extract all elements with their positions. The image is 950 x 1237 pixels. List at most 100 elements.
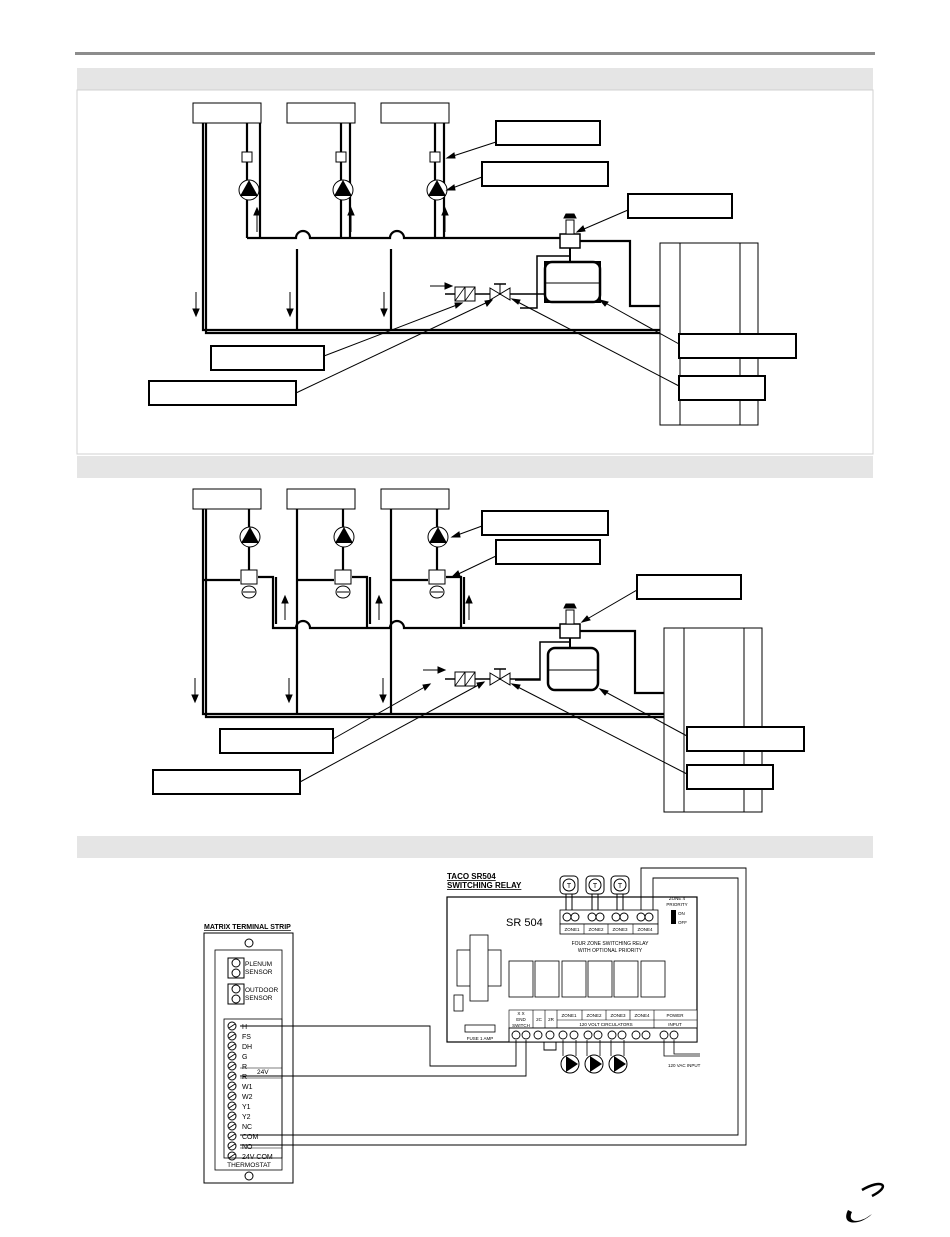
section-1-piping-diagram [76, 68, 874, 455]
callout-box [481, 510, 609, 536]
relay-model: SR 504 [506, 917, 543, 929]
callout-box [219, 728, 334, 754]
callout-box [495, 120, 601, 146]
zone-box-1 [192, 102, 262, 124]
circulator-pumps [238, 179, 448, 201]
section-2-header-band [77, 456, 873, 478]
plenum-label-2: SENSOR [245, 969, 273, 976]
return-pipes [201, 509, 664, 719]
brand-logo [846, 1182, 885, 1223]
callout-box [481, 161, 609, 187]
callout-box [636, 574, 742, 600]
air-separator [559, 213, 581, 262]
flow-arrows [192, 206, 454, 318]
priority-on: ON [678, 911, 685, 916]
circulator-zone-label: ZONE3 [610, 1013, 626, 1018]
terminal-screw-slot [228, 1153, 236, 1159]
terminal-label: NO [242, 1144, 253, 1151]
terminal-screw-slot [228, 1043, 236, 1049]
relay-blocks [508, 960, 666, 998]
callout-box [152, 769, 301, 795]
vac-input-label: 120 VAC INPUT [668, 1063, 701, 1068]
terminal-strip-inner [214, 949, 283, 1171]
terminal-screw-slot [228, 1103, 236, 1109]
terminal-label: Y2 [242, 1114, 251, 1121]
terminal-label: NC [242, 1124, 252, 1131]
terminal-screw-slot [228, 1143, 236, 1149]
mount-hole-bottom [244, 1171, 254, 1181]
strip-title: MATRIX TERMINAL STRIP [204, 924, 291, 931]
terminal-block-outline [223, 1018, 283, 1159]
zone-box-2 [286, 102, 356, 124]
power-label: POWER [666, 1013, 684, 1018]
expansion-tank [520, 255, 602, 309]
flow-arrows [191, 594, 473, 704]
section-3-wiring-diagram: TACO SR504 SWITCHING RELAY SR 504 T T T [77, 836, 873, 1184]
circulator-pumps [239, 526, 449, 548]
supply-pipes [245, 123, 660, 308]
terminal-label: FS [242, 1034, 251, 1041]
flow-check-valves [241, 151, 441, 163]
terminal-screw-slot [228, 1023, 236, 1029]
fuse-label: FUSE 1 AMP [467, 1036, 494, 1041]
end-switch-label-3: SWITCH [512, 1023, 530, 1028]
strip-footer: THERMOSTAT [227, 1162, 271, 1169]
sensor-terminals [227, 957, 245, 1005]
terminal-label: R [242, 1064, 247, 1071]
callout-box [627, 193, 733, 219]
return-pipes [201, 123, 660, 335]
terminal-label: 24V COM [242, 1154, 273, 1161]
outdoor-label-2: SENSOR [245, 995, 273, 1002]
terminal-label: Y1 [242, 1104, 251, 1111]
transformer [453, 934, 502, 1033]
terminal-screw-slot [228, 1093, 236, 1099]
circulator-zone-label: ZONE4 [634, 1013, 650, 1018]
field-wiring [240, 867, 747, 1146]
callout-box [686, 726, 805, 752]
zone-thermostat-terminals: ZONE1 ZONE2 ZONE3 ZONE4 [559, 909, 659, 935]
callout-box [686, 764, 774, 790]
thermostats: T T T [559, 875, 630, 910]
relay-bottom-labels: X X END SWITCH 2C 2R ZONE1 ZONE2 ZONE3 Z… [508, 1009, 698, 1029]
section-2-callouts [152, 510, 805, 795]
terminal-screw-slot [228, 1033, 236, 1039]
section-1-leaders [295, 141, 680, 394]
outdoor-label-1: OUTDOOR [245, 987, 279, 994]
section-1-header-band [77, 68, 873, 90]
zone-label: ZONE4 [637, 927, 653, 932]
section-1-frame [76, 89, 874, 455]
terminal-screw-slot [228, 1123, 236, 1129]
zone-box-3 [380, 102, 450, 124]
callout-box [678, 333, 797, 359]
relay-description-2: WITH OPTIONAL PRIORITY [578, 948, 643, 954]
callout-box [210, 345, 325, 371]
mount-hole-top [244, 938, 254, 948]
relay-circulators [560, 1040, 700, 1074]
section-3-header-band [77, 836, 873, 858]
fill-valve-assembly [445, 668, 540, 687]
section-1-callouts [148, 120, 797, 406]
zone-box-2 [286, 488, 356, 510]
terminal-label: W1 [242, 1084, 253, 1091]
section-2-leaders [299, 525, 688, 783]
end-switch-label-2: END [516, 1017, 526, 1022]
circulators-caption: 120 VOLT CIRCULATORS [579, 1022, 632, 1027]
zone-valves [240, 569, 446, 599]
zone-label: ZONE2 [588, 927, 604, 932]
page-top-rule [75, 52, 875, 55]
thermostat-symbol: T [593, 883, 598, 890]
input-label: INPUT [668, 1022, 682, 1027]
relay-title-line-1: TACO SR504 [447, 872, 496, 881]
zone-label: ZONE3 [612, 927, 628, 932]
circulator-zone-label: ZONE2 [586, 1013, 602, 1018]
thermostat-symbol: T [618, 883, 623, 890]
terminal-2r-label: 2R [548, 1017, 555, 1022]
terminal-screw-slot [228, 1063, 236, 1069]
priority-off: OFF [678, 920, 687, 925]
terminal-label: H [242, 1024, 247, 1031]
terminal-label: G [242, 1054, 247, 1061]
end-switch-label-1: X X [517, 1011, 524, 1016]
priority-label-2: PRIORITY [666, 902, 687, 907]
